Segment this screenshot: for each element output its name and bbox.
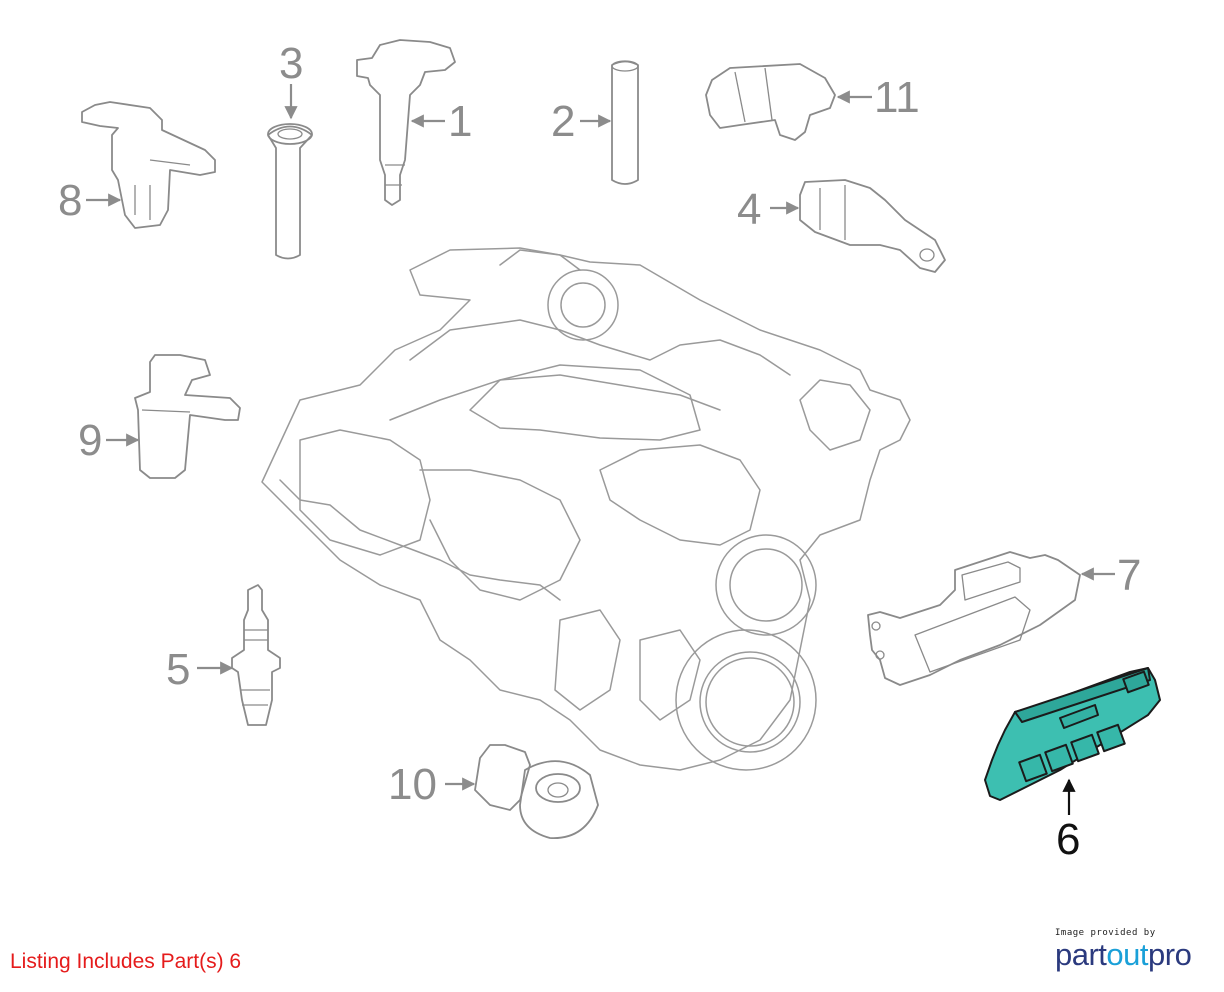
provider-logo: partoutpro <box>1055 938 1205 972</box>
part-9-crankshaft-sensor[interactable] <box>134 354 241 479</box>
engine-block <box>261 247 911 771</box>
part-3-tube-seal[interactable] <box>267 123 313 260</box>
provider-logo-part: part <box>1055 937 1107 972</box>
part-7-mounting-bracket[interactable] <box>867 551 1081 686</box>
provider-logo-pro: pro <box>1148 937 1192 972</box>
part-11-map-sensor[interactable] <box>705 63 836 141</box>
callout-7: 7 <box>1117 551 1141 600</box>
part-2-tube[interactable] <box>611 60 639 185</box>
part-5-spark-plug[interactable] <box>231 584 281 726</box>
callout-labels: 1 2 3 4 5 6 7 8 9 10 11 <box>58 39 1141 864</box>
callout-2: 2 <box>551 97 575 146</box>
callout-11: 11 <box>874 73 920 122</box>
callout-1: 1 <box>448 97 472 146</box>
callout-arrows <box>86 84 1115 815</box>
callout-8: 8 <box>58 176 82 225</box>
part-4-sensor-bracket[interactable] <box>799 179 946 273</box>
callout-3: 3 <box>279 39 303 88</box>
callout-5: 5 <box>166 645 190 694</box>
listing-note: Listing Includes Part(s) 6 <box>10 950 242 973</box>
provider-logo-out: out <box>1106 937 1149 972</box>
callout-10: 10 <box>388 760 437 809</box>
part-10-knock-sensor[interactable] <box>474 744 599 839</box>
provider-caption: Image provided by <box>1055 928 1156 938</box>
callout-6: 6 <box>1056 815 1080 864</box>
part-1-ignition-coil[interactable] <box>356 39 456 206</box>
callout-4: 4 <box>737 185 761 234</box>
part-8-camshaft-sensor[interactable] <box>81 101 216 229</box>
part-6-engine-control-module[interactable] <box>984 667 1161 801</box>
callout-9: 9 <box>78 416 102 465</box>
provider-attribution: Image provided by partoutpro <box>1055 928 1205 972</box>
